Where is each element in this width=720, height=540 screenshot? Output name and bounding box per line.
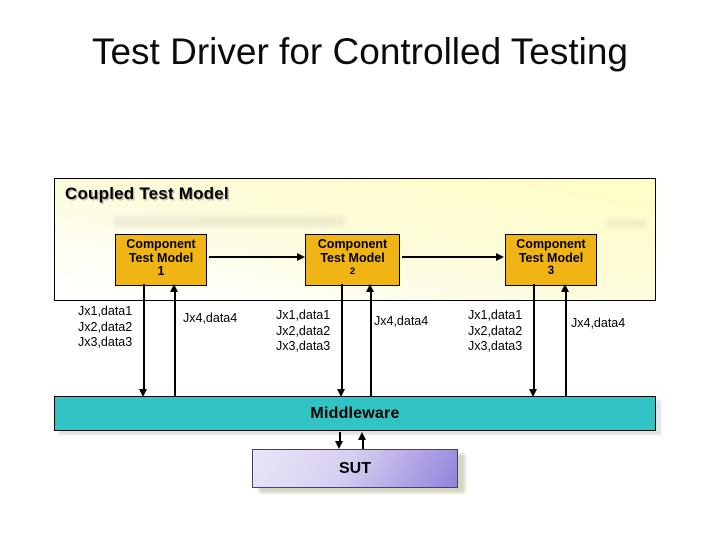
arrowhead-up-icon <box>170 284 178 292</box>
arrowhead-up-icon <box>358 432 366 440</box>
arrowhead-down-icon <box>139 389 147 397</box>
arrow-component2-to-middleware <box>341 284 343 390</box>
slide-title: Test Driver for Controlled Testing <box>91 31 629 72</box>
arrow-component1-to-component2 <box>209 256 298 258</box>
arrowhead-up-icon <box>366 284 374 292</box>
message-line: Jx1,data1 <box>276 308 331 322</box>
message-label-jx4: Jx4,data4 <box>183 311 237 327</box>
arrowhead-right-icon <box>496 253 504 261</box>
message-line: Jx3,data3 <box>78 335 133 349</box>
middleware-bar: Middleware <box>54 396 656 431</box>
message-label-jx4: Jx4,data4 <box>374 314 428 330</box>
message-line: Jx4,data4 <box>374 314 429 328</box>
component-test-model-3-box: Component Test Model 3 <box>505 234 597 286</box>
arrow-component1-to-middleware <box>143 284 145 390</box>
message-label-jx4: Jx4,data4 <box>571 316 625 332</box>
component-box-line: Test Model <box>518 251 584 265</box>
gradient-artifact <box>606 219 648 228</box>
arrowhead-down-icon <box>529 389 537 397</box>
sut-label: SUT <box>339 459 371 477</box>
message-line: Jx4,data4 <box>571 316 626 330</box>
message-line: Jx1,data1 <box>468 308 523 322</box>
component-box-line: Test Model <box>320 251 385 265</box>
message-line: Jx2,data2 <box>276 323 331 338</box>
gradient-artifact <box>113 216 345 227</box>
message-line: Jx3,data3 <box>276 339 331 353</box>
component-box-number: 3 <box>547 265 555 277</box>
message-label-jx123: Jx1,data1 Jx2,data2 Jx3,data3 <box>78 304 132 351</box>
component-box-line: Component <box>126 237 196 251</box>
coupled-test-model-label: Coupled Test Model <box>65 184 229 203</box>
message-line: Jx4,data4 <box>183 311 238 325</box>
component-box-line: Component <box>516 237 586 251</box>
arrow-middleware-to-component3 <box>565 292 567 397</box>
arrow-middleware-to-sut <box>339 432 341 442</box>
arrow-sut-to-middleware <box>362 440 364 449</box>
arrowhead-up-icon <box>561 284 569 292</box>
message-label-jx123: Jx1,data1 Jx2,data2 Jx3,data3 <box>276 308 330 355</box>
arrowhead-right-icon <box>297 253 305 261</box>
arrow-component3-to-middleware <box>533 284 535 390</box>
sut-box: SUT <box>252 449 458 488</box>
arrow-component2-to-component3 <box>402 256 497 258</box>
message-line: Jx1,data1 <box>78 304 133 318</box>
message-line: Jx3,data3 <box>468 339 523 353</box>
arrow-middleware-to-component2 <box>370 292 372 397</box>
middleware-label: Middleware <box>310 404 400 422</box>
message-label-jx123: Jx1,data1 Jx2,data2 Jx3,data3 <box>468 308 522 355</box>
arrow-middleware-to-component1 <box>174 292 176 397</box>
component-box-line: Component <box>317 237 388 251</box>
component-box-number: 2 <box>349 266 356 277</box>
component-test-model-2-box: Component Test Model 2 <box>305 234 400 286</box>
component-box-line: Test Model <box>128 251 194 265</box>
component-test-model-1-box: Component Test Model 1 <box>115 234 207 286</box>
message-line: Jx2,data2 <box>468 323 523 338</box>
component-box-number: 1 <box>157 264 165 278</box>
message-line: Jx2,data2 <box>78 319 133 334</box>
arrowhead-down-icon <box>335 441 343 449</box>
arrowhead-down-icon <box>337 389 345 397</box>
